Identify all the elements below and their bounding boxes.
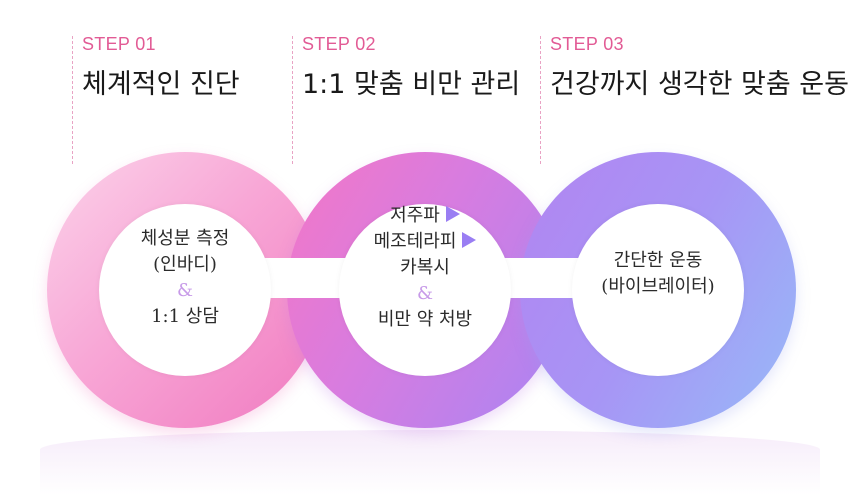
ampersand: &	[416, 283, 434, 304]
inner-circle-1	[99, 204, 271, 376]
content-line: 체성분 측정	[140, 228, 230, 249]
play-arrow-icon	[445, 206, 460, 222]
step-1-content: 체성분 측정 (인바디) & 1:1 상담	[99, 226, 271, 330]
inner-circle-3	[572, 204, 744, 376]
content-line: 비만 약 처방	[377, 309, 473, 330]
step-number: STEP 03	[550, 34, 624, 54]
ampersand: &	[176, 280, 194, 301]
content-line: 카복시	[400, 257, 450, 278]
step-2-content: 저주파 메조테라피 카복시 & 비만 약 처방	[339, 203, 511, 333]
content-line: 메조테라피	[373, 231, 457, 252]
content-line-with-arrow: 메조테라피	[339, 229, 511, 255]
inner-circle-2	[339, 204, 511, 376]
content-line: (바이브레이터)	[601, 276, 715, 297]
floor-reflection	[40, 430, 820, 495]
step-title: 1:1 맞춤 비만 관리	[302, 69, 521, 100]
dashed-divider	[72, 36, 73, 164]
dashed-divider	[292, 36, 293, 164]
step-number: STEP 01	[82, 34, 156, 54]
step-title: 건강까지 생각한 맞춤 운동	[550, 69, 849, 100]
play-arrow-icon	[462, 232, 477, 248]
content-line: 간단한 운동	[613, 250, 703, 271]
connector-band	[255, 258, 355, 298]
step-3-content: 간단한 운동 (바이브레이터)	[572, 248, 744, 300]
content-line-with-arrow: 저주파	[339, 203, 511, 229]
content-line: 저주파	[390, 205, 440, 226]
content-line: (인바디)	[153, 254, 217, 275]
dashed-divider	[540, 36, 541, 164]
step-number: STEP 02	[302, 34, 376, 54]
step-title: 체계적인 진단	[82, 69, 240, 100]
content-line: 1:1 상담	[151, 306, 219, 327]
